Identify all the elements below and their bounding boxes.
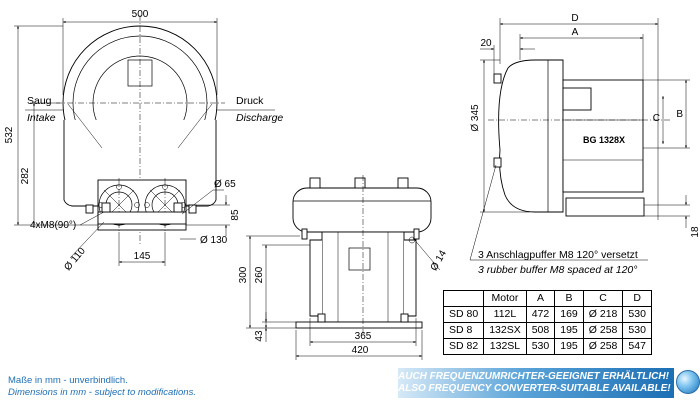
dim-diameter: Ø 345 — [470, 104, 481, 132]
bolt-label: 4xM8(90°) — [30, 220, 76, 231]
side-view: BG 1328X D A 20 Ø 345 B C 18 — [469, 13, 700, 276]
dim-300: 300 — [238, 266, 249, 283]
banner-line-de: AUCH FREQUENZUMRICHTER-GEEIGNET ERHÄLTLI… — [398, 371, 669, 382]
intake-label-en: Intake — [27, 112, 56, 124]
table-cell: Ø 258 — [582, 322, 624, 339]
table-cell: 547 — [622, 338, 652, 355]
bottom-view: 300 260 43 365 420 Ø 14 — [238, 175, 449, 360]
table-header-cell: D — [622, 290, 652, 307]
dim-20: 20 — [480, 38, 492, 49]
table-cell: 132SL — [483, 338, 527, 355]
table-header-cell: Motor — [483, 290, 527, 307]
table-cell: 112L — [483, 306, 527, 323]
dim-C: C — [653, 113, 660, 124]
buffer-label-de: 3 Anschlagpuffer M8 120° versetzt — [478, 249, 638, 261]
dim-base-height: 85 — [230, 209, 241, 221]
table-cell: 530 — [622, 322, 652, 339]
dim-flange-spacing: 145 — [134, 251, 151, 262]
dim-axis-height: 282 — [20, 167, 31, 184]
table-header-cell: A — [525, 290, 556, 307]
table-cell: 472 — [525, 306, 556, 323]
note-line-de: Maße in mm - unverbindlich. — [8, 375, 128, 386]
dimension-note: Maße in mm - unverbindlich. Dimensions i… — [8, 375, 196, 399]
dim-height-total: 532 — [4, 126, 15, 143]
table-header-cell — [442, 290, 485, 307]
buffer-label-en: 3 rubber buffer M8 spaced at 120° — [478, 264, 637, 276]
table-header-cell: B — [554, 290, 584, 307]
table-cell: 530 — [525, 338, 556, 355]
discharge-label-de: Druck — [236, 95, 264, 107]
dim-260: 260 — [254, 266, 265, 283]
globe-icon — [676, 370, 700, 394]
dim-A: A — [572, 27, 579, 38]
dim-420: 420 — [352, 345, 369, 356]
table-cell: 132SX — [483, 322, 527, 339]
dim-width: 500 — [132, 9, 149, 20]
dim-B: B — [676, 109, 683, 120]
table-cell: 508 — [525, 322, 556, 339]
intake-label-de: Saug — [27, 95, 52, 107]
table-cell: 530 — [622, 306, 652, 323]
table-cell: 195 — [554, 338, 584, 355]
table-cell: 195 — [554, 322, 584, 339]
note-line-en: Dimensions in mm - subject to modificati… — [8, 387, 196, 398]
dim-flange-outer: Ø 65 — [214, 179, 236, 190]
dim-18: 18 — [690, 226, 700, 238]
table-cell: SD 8 — [442, 322, 485, 339]
front-view: 500 532 282 85 Ø 65 4xM8(90°) Ø 110 Ø 13… — [4, 9, 283, 273]
table-cell: Ø 218 — [582, 306, 624, 323]
table-cell: SD 80 — [442, 306, 485, 323]
table-header-cell: C — [582, 290, 624, 307]
dim-bolt-circle: Ø 130 — [200, 235, 228, 246]
frequency-banner: AUCH FREQUENZUMRICHTER-GEEIGNET ERHÄLTLI… — [398, 368, 674, 398]
dim-365: 365 — [355, 331, 372, 342]
dim-flange-inner: Ø 110 — [62, 245, 88, 273]
banner-line-en: ALSO FREQUENCY CONVERTER-SUITABLE AVAILA… — [398, 383, 671, 394]
dim-hole: Ø 14 — [429, 248, 450, 273]
model-label: BG 1328X — [583, 135, 625, 145]
discharge-label-en: Discharge — [236, 112, 283, 124]
table-cell: SD 82 — [442, 338, 485, 355]
table-cell: 169 — [554, 306, 584, 323]
dim-43: 43 — [254, 330, 265, 342]
dim-D: D — [571, 13, 578, 24]
table-cell: Ø 258 — [582, 338, 624, 355]
